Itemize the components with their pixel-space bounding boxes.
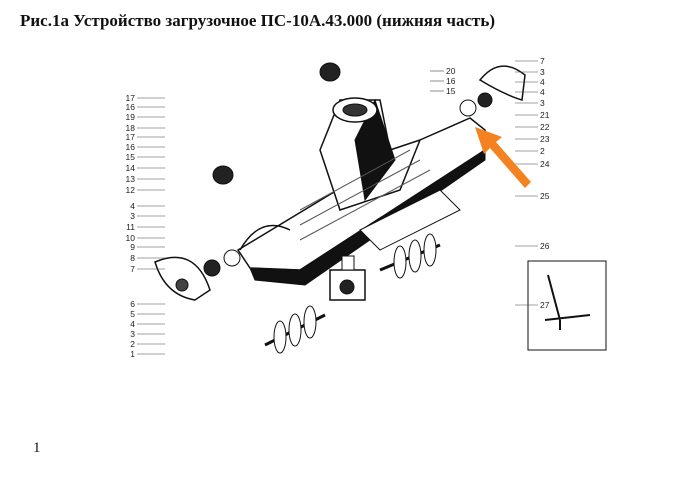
callout-label: 7 xyxy=(540,56,545,66)
callout-label: 16 xyxy=(126,142,136,152)
callout-label: 13 xyxy=(126,174,136,184)
page-number: 1 xyxy=(33,440,41,456)
callout-label: 10 xyxy=(126,233,136,243)
callout-label: 18 xyxy=(126,123,136,133)
callout-label: 14 xyxy=(126,163,136,173)
inset-detail xyxy=(527,260,607,351)
callout-label: 23 xyxy=(540,134,550,144)
callout-label: 27 xyxy=(540,300,550,310)
callout-label: 25 xyxy=(540,191,550,201)
callout-label: 22 xyxy=(540,122,550,132)
callout-label: 4 xyxy=(540,77,545,87)
callout-label: 24 xyxy=(540,159,550,169)
callout-label: 20 xyxy=(446,66,456,76)
callout-label: 26 xyxy=(540,241,550,251)
callout-label: 7 xyxy=(130,264,135,274)
right-end-cap xyxy=(478,65,526,101)
figure-title: Рис.1а Устройство загрузочное ПС-10А.43.… xyxy=(20,11,496,30)
callout-label: 3 xyxy=(130,329,135,339)
callout-label: 17 xyxy=(126,132,136,142)
callout-label: 2 xyxy=(540,146,545,156)
callout-label: 17 xyxy=(126,93,136,103)
callout-label: 5 xyxy=(130,309,135,319)
callout-label: 16 xyxy=(446,76,456,86)
callout-label: 2 xyxy=(130,339,135,349)
callout-label: 9 xyxy=(130,242,135,252)
callout-label: 4 xyxy=(130,201,135,211)
callout-label: 19 xyxy=(126,112,136,122)
callout-label: 11 xyxy=(126,222,135,232)
orange-arrow xyxy=(475,127,531,188)
callout-label: 21 xyxy=(540,110,550,120)
callout-label: 15 xyxy=(446,86,456,96)
callout-label: 6 xyxy=(130,299,135,309)
callout-label: 12 xyxy=(126,185,136,195)
callout-label: 1 xyxy=(130,349,135,359)
callout-label: 3 xyxy=(130,211,135,221)
callout-label: 4 xyxy=(130,319,135,329)
callout-label: 15 xyxy=(126,152,136,162)
callout-label: 3 xyxy=(540,67,545,77)
callout-label: 4 xyxy=(540,87,545,97)
callout-label: 8 xyxy=(130,253,135,263)
callout-label: 16 xyxy=(126,102,136,112)
callout-label: 3 xyxy=(540,98,545,108)
